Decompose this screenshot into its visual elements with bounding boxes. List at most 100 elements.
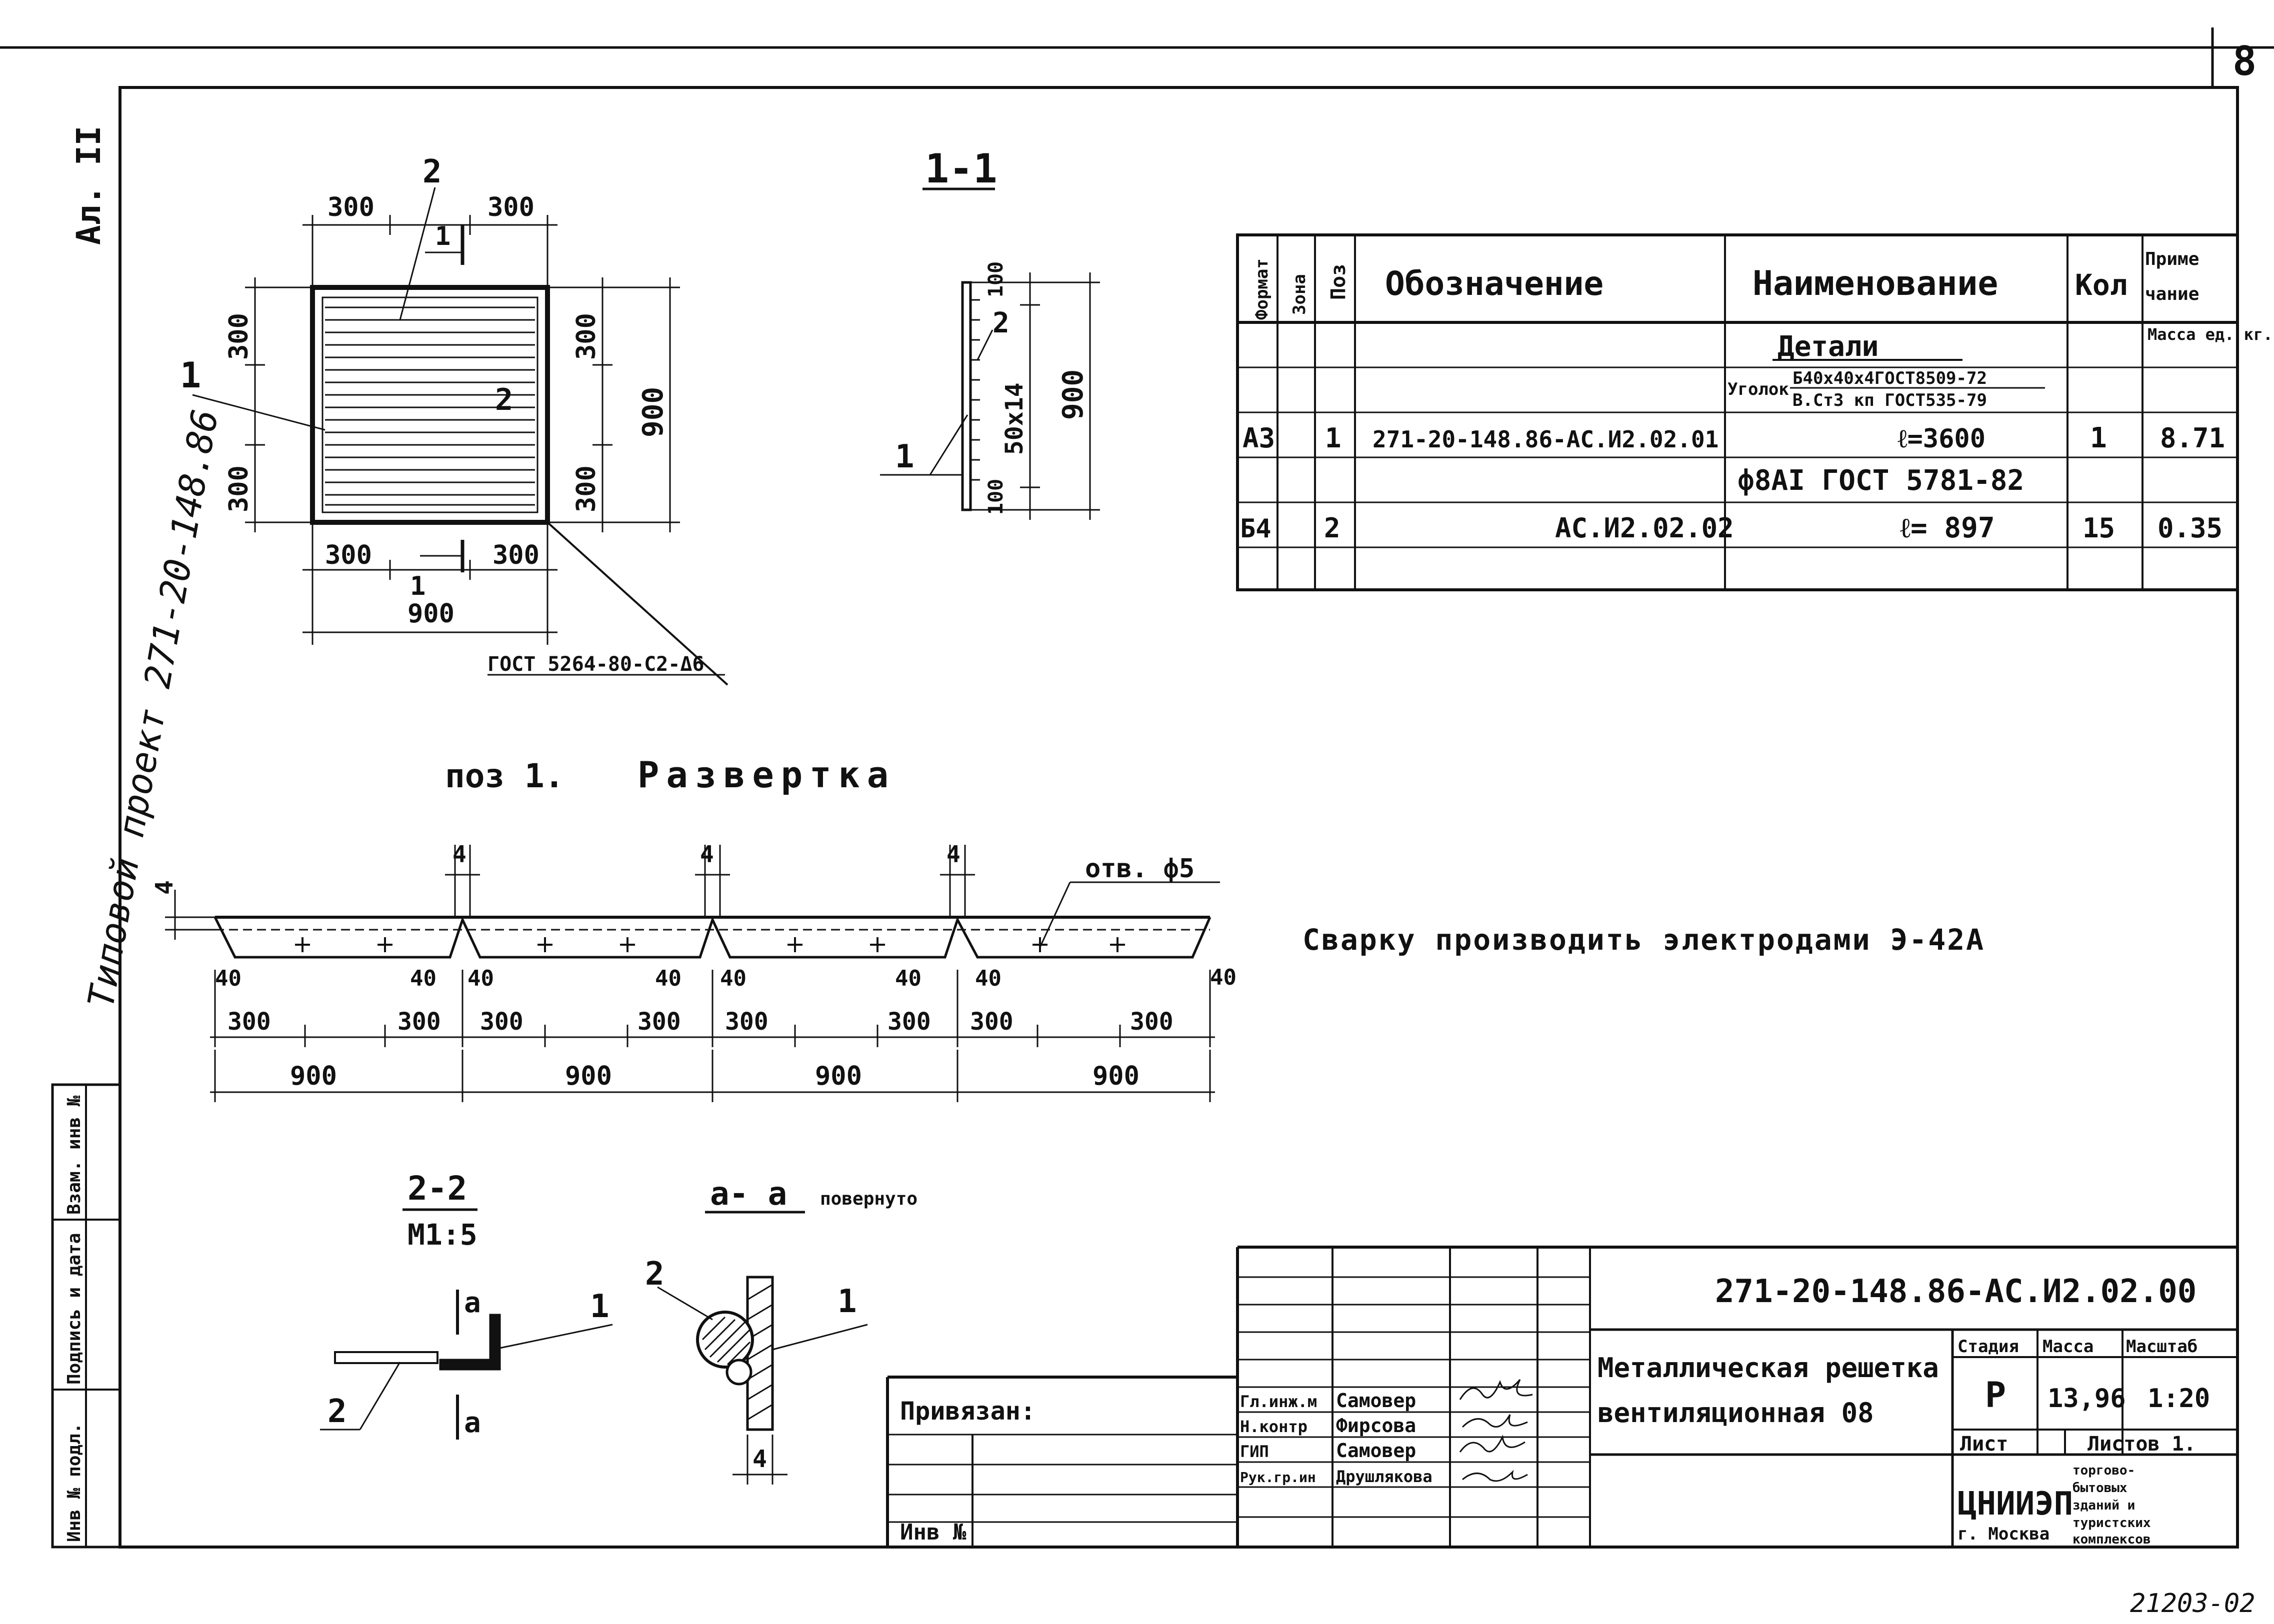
section-1-1-pos1: 1 xyxy=(895,438,914,475)
spec-row1-format: А3 xyxy=(1242,422,1275,454)
tb-role-2: Н.контр xyxy=(1240,1417,1308,1436)
stamp-inv-podl: Инв № подл. xyxy=(64,1423,84,1542)
razvertka-dim-300-2: 300 xyxy=(398,1008,441,1036)
plan-dim-top-right: 300 xyxy=(488,192,534,222)
plan-dim-bottom-total: 900 xyxy=(408,599,454,629)
section-2-2-mark-top: а xyxy=(464,1287,481,1319)
spec-row1-kol: 1 xyxy=(2090,422,2107,454)
plan-section-mark-bottom: 1 xyxy=(410,571,426,601)
tb-role-3: ГИП xyxy=(1240,1442,1269,1461)
tb-listov-label: Листов 1. xyxy=(2088,1433,2196,1456)
razvertka-title: Развертка xyxy=(638,754,896,796)
tb-org: ЦНИИЭП xyxy=(1958,1486,2073,1523)
section-2-2: 2-2 М1:5 а а 1 2 xyxy=(320,1169,613,1440)
spec-header-naimenovanie: Наименование xyxy=(1752,264,1998,303)
razvertka-dim-900-3: 900 xyxy=(815,1061,862,1091)
tb-name-1: Самовер xyxy=(1336,1390,1416,1412)
section-2-2-pos2: 2 xyxy=(328,1393,347,1430)
spec-row1-naimenovanie: ℓ=3600 xyxy=(1898,424,1986,454)
razvertka-dim-900-1: 900 xyxy=(290,1061,337,1091)
razvertka-dim-4-left: 4 xyxy=(150,880,178,895)
razvertka-dim-300-8: 300 xyxy=(1130,1008,1174,1036)
spec-ugolok-bottom: В.Ст3 кп ГОСТ535-79 xyxy=(1792,390,1987,410)
section-a-a-dim-4: 4 xyxy=(752,1445,767,1473)
razvertka-dim-4-n3: 4 xyxy=(946,841,960,868)
side-title: Типовой проект 271-20-148.86 xyxy=(80,406,226,1011)
spec-header-kol: Кол xyxy=(2075,268,2128,302)
razvertka-dim-300-4: 300 xyxy=(638,1008,681,1036)
spec-header-oboznachenie: Обозначение xyxy=(1385,264,1604,303)
section-a-a: а- а повернуто 1 2 4 xyxy=(645,1176,918,1485)
razvertka-dim-900-4: 900 xyxy=(1092,1061,1140,1091)
tb-object-title-2: вентиляционная 08 xyxy=(1598,1397,1874,1429)
spec-header-zona: Зона xyxy=(1290,274,1310,315)
spec-ugolok-label: Уголок xyxy=(1728,379,1789,399)
spec-massa-header: Масса ед. кг. xyxy=(2148,325,2272,344)
section-1-1: 1-1 100 50x14 100 900 1 2 xyxy=(880,145,1100,520)
razvertka-hole-label: отв. ф5 xyxy=(1085,854,1194,884)
spec-section-detali: Детали xyxy=(1778,330,1878,363)
section-1-1-dim-900: 900 xyxy=(1057,369,1090,420)
section-2-2-title: 2-2 xyxy=(408,1169,467,1208)
tb-name-3: Самовер xyxy=(1336,1440,1416,1462)
section-1-1-dim-50x14: 50x14 xyxy=(1000,383,1028,455)
tb-org-desc-5: комплексов xyxy=(2072,1532,2151,1547)
razvertka-dim-300-5: 300 xyxy=(725,1008,768,1036)
tb-org-desc-3: зданий и xyxy=(2072,1498,2135,1513)
spec-header-format: Формат xyxy=(1252,258,1272,320)
razvertka-dim-300-7: 300 xyxy=(970,1008,1014,1036)
razvertka-dim-40-d: 40 xyxy=(655,966,682,991)
section-1-1-dim-100-top: 100 xyxy=(984,261,1008,297)
tb-list-label: Лист xyxy=(1960,1433,2008,1456)
tb-name-4: Друшлякова xyxy=(1336,1467,1432,1486)
spec-header-primechanie-1: Приме xyxy=(2145,249,2199,269)
spec-row2-naimenovanie: ф8АI ГОСТ 5781-82 xyxy=(1738,464,2024,497)
tb-inv-no: Инв № xyxy=(900,1520,966,1545)
tb-role-1: Гл.инж.м xyxy=(1240,1392,1317,1411)
spec-row3-naimenovanie: ℓ= 897 xyxy=(1900,512,1995,544)
spec-row1-poz: 1 xyxy=(1325,422,1342,454)
tb-massa-value: 13,96 xyxy=(2048,1384,2126,1414)
section-2-2-pos1: 1 xyxy=(590,1288,610,1325)
razvertka-dim-40-h: 40 xyxy=(1210,965,1236,990)
plan-view: 300 300 300 300 900 300 300 300 300 900 … xyxy=(180,153,728,686)
plan-pos1-label: 1 xyxy=(180,355,201,396)
stamp-podpis-data: Подпись и дата xyxy=(64,1233,84,1385)
signatures xyxy=(1459,1379,1533,1482)
razvertka-dim-4-n2: 4 xyxy=(700,841,714,868)
spec-row3-format: Б4 xyxy=(1240,514,1272,544)
razvertka-dim-900-2: 900 xyxy=(565,1061,612,1091)
section-a-a-title: а- а xyxy=(710,1176,787,1213)
plan-dim-right-total: 900 xyxy=(637,387,670,437)
spec-row3-massa: 0.35 xyxy=(2158,512,2222,544)
spec-ugolok-top: Б40х40х4ГОСТ8509-72 xyxy=(1792,368,1987,388)
razvertka-dim-40-b: 40 xyxy=(410,966,436,991)
spec-header-poz: Поз xyxy=(1327,264,1350,300)
tb-name-2: Фирсова xyxy=(1336,1415,1416,1437)
tb-org-desc-4: туристских xyxy=(2072,1516,2151,1531)
razvertka-dim-300-6: 300 xyxy=(888,1008,931,1036)
tb-massa-label: Масса xyxy=(2042,1337,2094,1357)
plan-pos2-inner: 2 xyxy=(495,382,513,417)
razvertka-dim-40-c: 40 xyxy=(468,966,494,991)
plan-weld-note: ГОСТ 5264-80-С2-Δ6 xyxy=(488,653,704,676)
razvertka-dim-40-a: 40 xyxy=(215,966,242,991)
section-2-2-scale: М1:5 xyxy=(408,1218,478,1252)
tb-role-4: Рук.гр.ин xyxy=(1240,1469,1316,1486)
tb-stadia-label: Стадия xyxy=(1958,1337,2019,1357)
razvertka: поз 1. Развертка 4 4 4 4 xyxy=(150,754,1236,1102)
tb-org-desc-1: торгово- xyxy=(2072,1463,2135,1478)
plan-dim-left-top: 300 xyxy=(224,313,254,360)
welding-note: Сварку производить электродами Э-42А xyxy=(1302,923,1985,957)
plan-dim-top-left: 300 xyxy=(328,192,374,222)
stamp-vzam-inv: Взам. инв № xyxy=(64,1095,84,1215)
tb-city: г. Москва xyxy=(1958,1524,2050,1544)
tb-org-desc-2: бытовых xyxy=(2072,1481,2128,1496)
razvertka-dim-40-g: 40 xyxy=(975,966,1002,991)
corner-label: Ал. II xyxy=(70,126,108,245)
plan-dim-left-bottom: 300 xyxy=(224,465,254,512)
plan-dim-bottom-right: 300 xyxy=(492,540,540,570)
plan-dim-right-bottom: 300 xyxy=(572,465,602,512)
spec-row3-kol: 15 xyxy=(2082,512,2115,544)
